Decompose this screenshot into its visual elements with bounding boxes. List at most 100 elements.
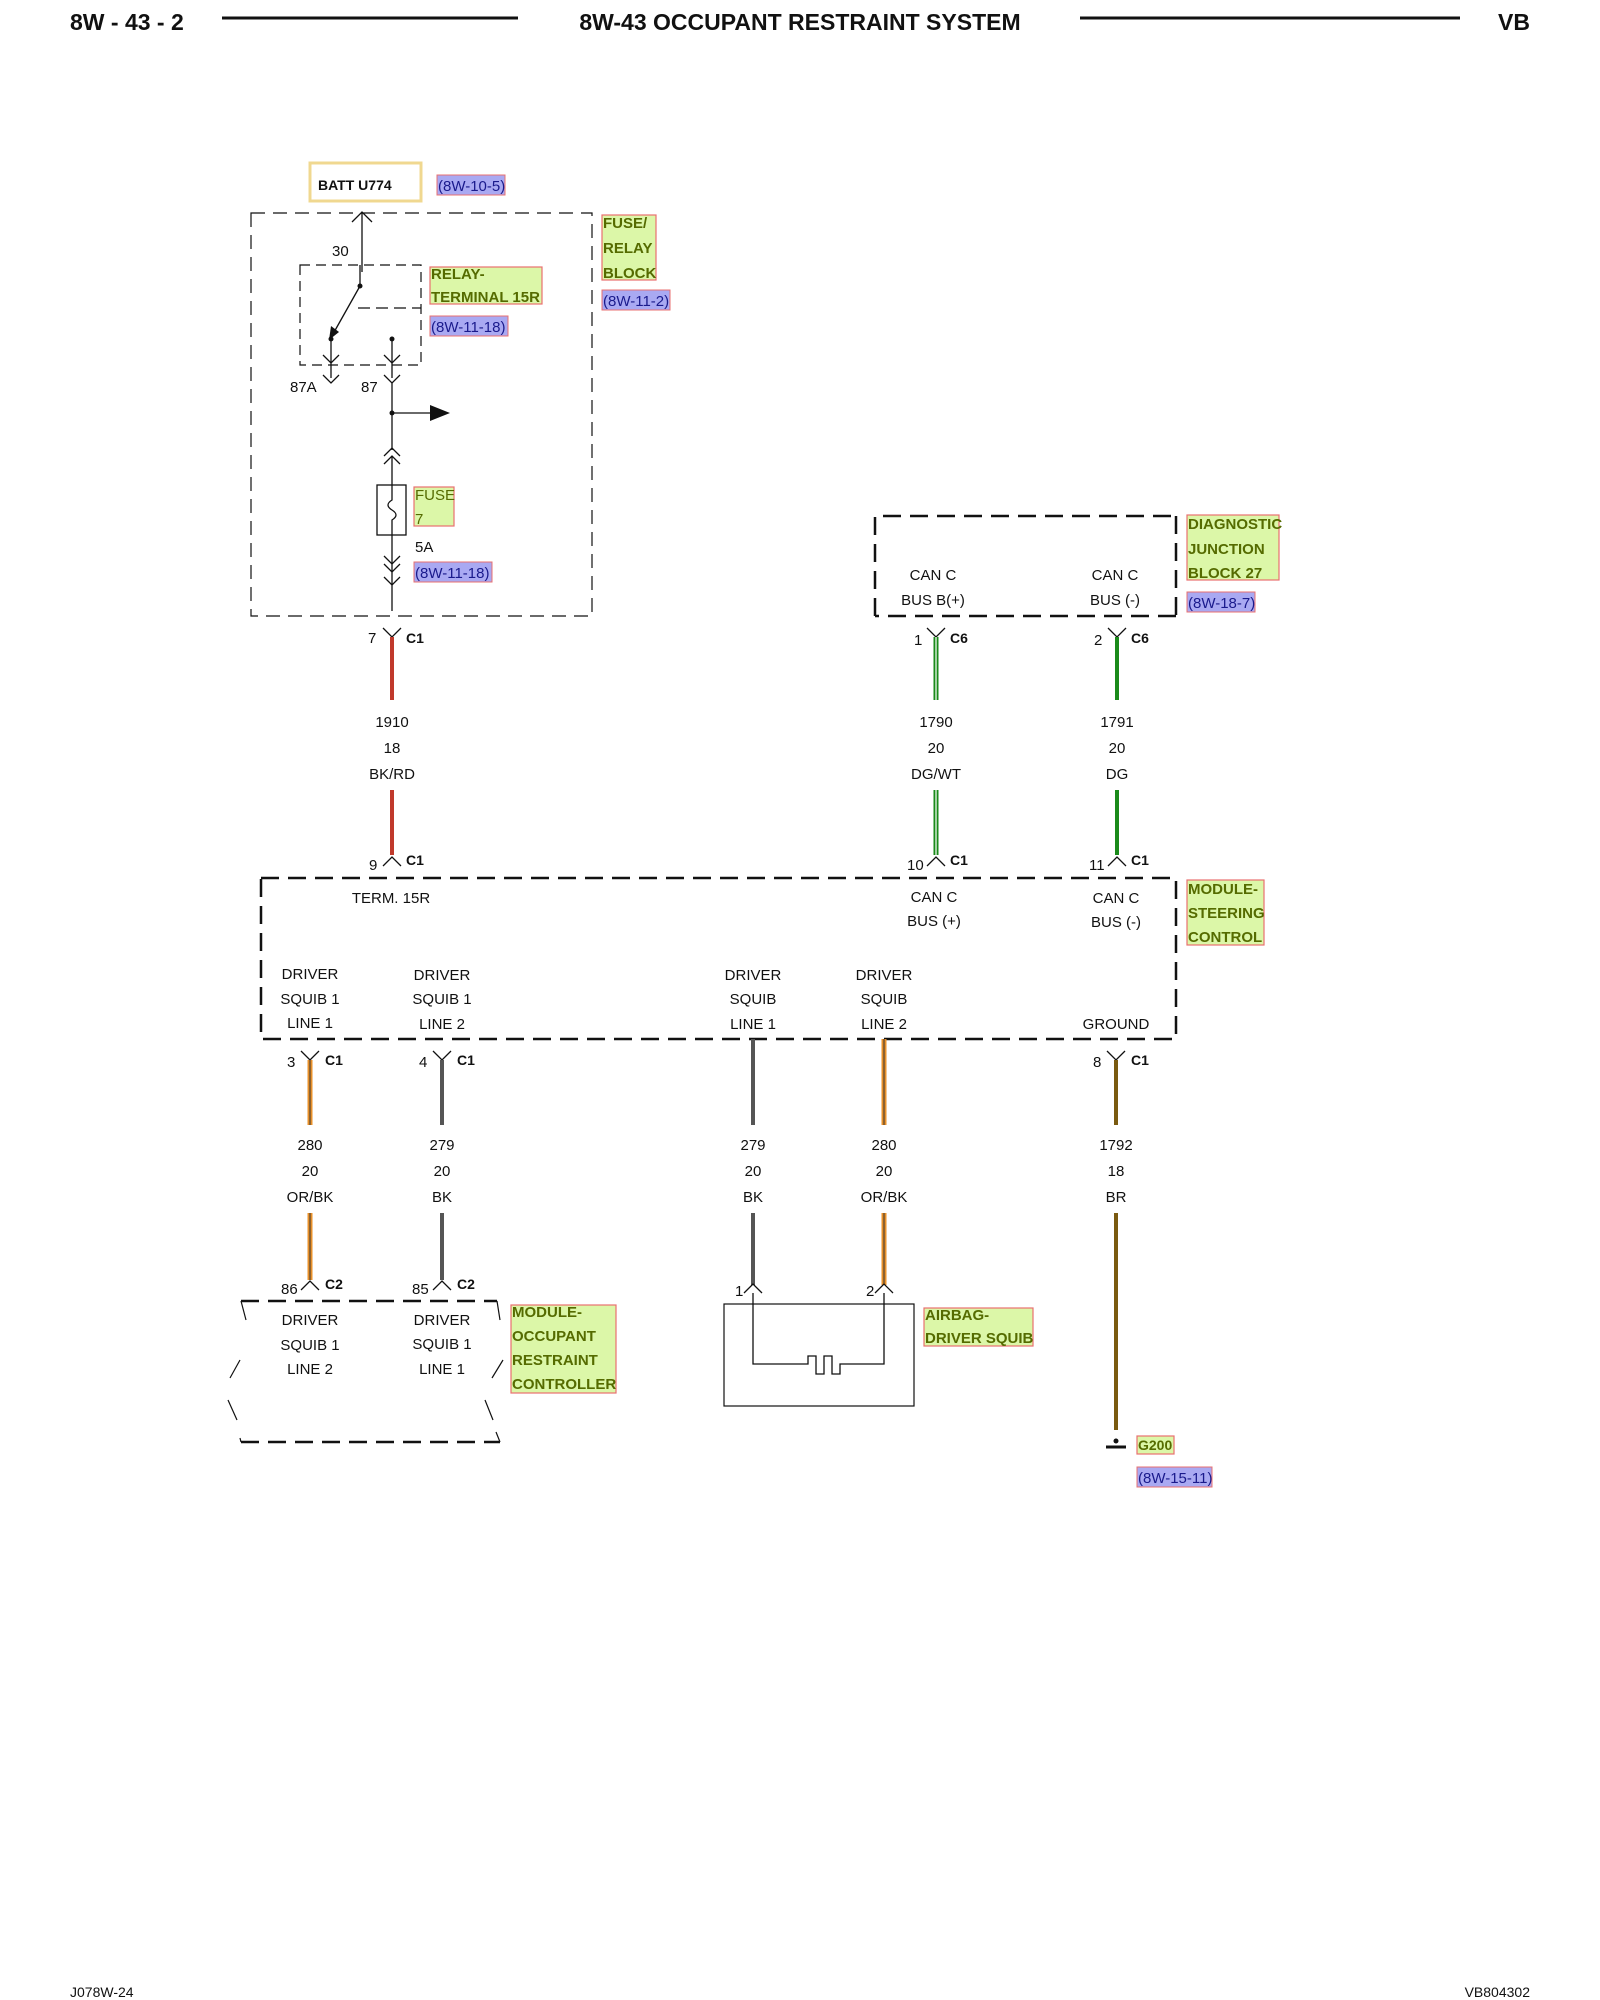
c86-conn: C2 [325,1276,343,1292]
c7-connector [382,627,402,638]
orc-label-bg [510,1304,617,1394]
wire-279a-gauge: 20 [434,1163,451,1180]
scm-term15r: TERM. 15R [352,890,431,907]
scm-p6-l2: SQUIB [861,991,908,1008]
djb-ref[interactable]: (8W-18-7) [1188,595,1255,612]
fuse-7-element [387,485,397,535]
wire-1910-gauge: 18 [384,740,401,757]
djb-pin1-l2: BUS B(+) [901,592,965,609]
wire-1791-circuit: 1791 [1100,714,1133,731]
fuse-relay-block-l3: BLOCK [603,265,656,282]
c6a-pin: 1 [914,632,922,649]
c3-pin: 3 [287,1054,295,1071]
fuse-ref-badge[interactable] [413,561,493,583]
c7-pin: 7 [368,630,376,647]
relay-ref-badge[interactable] [429,315,509,337]
orc-p86-l3: LINE 2 [287,1361,333,1378]
as1-pin: 1 [735,1283,743,1300]
c11-conn: C1 [1131,852,1149,868]
relay-ref[interactable]: (8W-11-18) [431,319,505,336]
relay-87a-inner-arrow [322,354,340,364]
ground-ref[interactable]: (8W-15-11) [1138,1470,1212,1487]
scm-label-l1: MODULE- [1188,881,1258,898]
wire-280b-gauge: 20 [876,1163,893,1180]
fuse-block-ref-badge[interactable] [601,289,671,311]
wire-1790-gauge: 20 [928,740,945,757]
relay-pin87a: 87A [290,379,317,396]
fuse-ref[interactable]: (8W-11-18) [415,565,489,582]
wire-1910-color: BK/RD [369,766,415,783]
orc-label-l2: OCCUPANT [512,1328,596,1345]
orc-p86-l1: DRIVER [282,1312,339,1329]
wire-1792-color: BR [1106,1189,1127,1206]
scm-p4-l1: DRIVER [414,967,471,984]
orc-break-right [484,1300,504,1443]
c3-connector [300,1050,320,1061]
wire-279b-color: BK [743,1189,763,1206]
orc-label-l1: MODULE- [512,1304,582,1321]
fuse-label-l2: 7 [415,511,423,528]
fuse-label-l1: FUSE [415,487,455,504]
c11-pin: 11 [1089,857,1105,874]
c6a-conn: C6 [950,630,968,646]
orc-p85-l1: DRIVER [414,1312,471,1329]
footer-left: J078W-24 [70,1984,134,2000]
wire-1790-circuit: 1790 [919,714,952,731]
airbag-label-bg [923,1307,1034,1347]
scm-p3-l3: LINE 1 [287,1015,333,1032]
c6b-connector [1107,627,1127,638]
batt-box [308,161,423,203]
relay-label-bg [429,266,543,305]
page-number: 8W - 43 - 2 [70,9,184,35]
as2-connector [874,1283,894,1294]
wire-1791-color: DG [1106,766,1129,783]
batt-ref[interactable]: (8W-10-5) [438,178,505,195]
wire-279a-color: BK [432,1189,452,1206]
relay-outline [299,264,422,366]
fuse-out-arrow-1 [383,555,401,565]
fuse-relay-block-outline [250,212,593,617]
c4-pin: 4 [419,1054,427,1071]
scm-cann-l2: BUS (-) [1091,914,1141,931]
relay-87a-arrow [322,374,340,384]
wire-280a-color: OR/BK [287,1189,334,1206]
djb-ref-badge[interactable] [1186,591,1256,613]
c85-conn: C2 [457,1276,475,1292]
wire-1792-gauge: 18 [1108,1163,1125,1180]
batt-ref-badge[interactable] [436,174,506,196]
c10-pin: 10 [907,857,924,874]
wire-280a-circuit: 280 [297,1137,322,1154]
c9-connector [382,856,402,867]
scm-p4-l2: SQUIB 1 [412,991,471,1008]
relay-pin87: 87 [361,379,378,396]
fuse-block-ref[interactable]: (8W-11-2) [603,293,669,310]
airbag-label-l2: DRIVER SQUIB [925,1330,1034,1347]
c6b-pin: 2 [1094,632,1102,649]
wire-1910-circuit: 1910 [375,714,408,731]
djb-label-l2: JUNCTION [1188,541,1265,558]
scm-ground: GROUND [1083,1016,1150,1033]
c86-connector [300,1280,320,1291]
relay-switch-head [329,326,339,340]
c6a-connector [926,627,946,638]
relay-pin30: 30 [332,243,349,260]
relay-switch-arm [332,285,361,335]
djb-pin2-l2: BUS (-) [1090,592,1140,609]
ground-label: G200 [1138,1437,1172,1453]
c10-connector [926,856,946,867]
scm-p6-l1: DRIVER [856,967,913,984]
fuse-relay-block-label-bg [601,214,657,281]
orc-label-l4: CONTROLLER [512,1376,616,1393]
fuse-rating: 5A [415,539,433,556]
wire-279b-gauge: 20 [745,1163,762,1180]
ground-label-bg [1136,1435,1175,1455]
scm-p6-l3: LINE 2 [861,1016,907,1033]
fuse-out-arrow-3 [383,576,401,586]
splice-branch-arrow [430,405,450,421]
fuse-out-arrow-2 [383,563,401,573]
airbag-squib-element [752,1293,885,1375]
scm-p5-l2: SQUIB [730,991,777,1008]
airbag-squib-body [723,1303,915,1407]
ground-ref-badge[interactable] [1136,1466,1213,1488]
